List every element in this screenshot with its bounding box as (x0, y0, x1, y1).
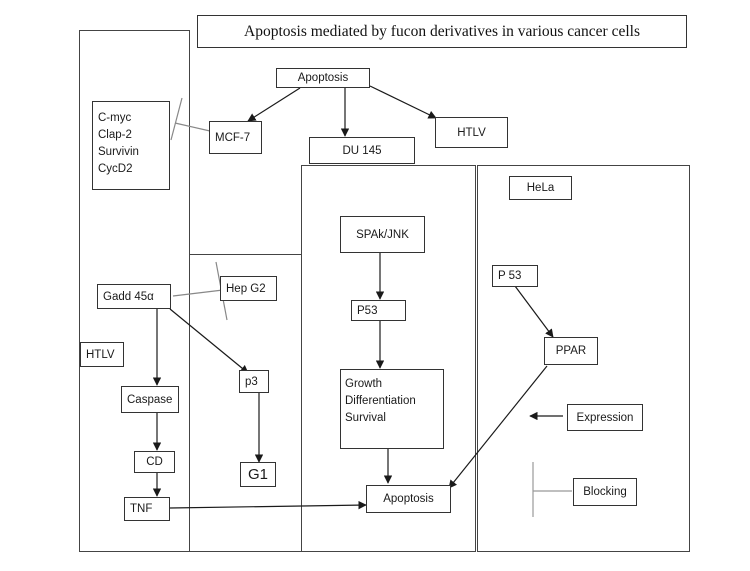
left-list: C-myc Clap-2 Survivin CycD2 (98, 110, 139, 178)
arrow-apoptosis-mcf7 (247, 87, 301, 122)
diagram-title: Apoptosis mediated by fucon derivatives … (197, 15, 687, 48)
node-spak-jnk: SPAk/JNK (340, 216, 425, 253)
block-gadd-hepg2 (172, 289, 224, 297)
node-caspase: Caspase (121, 386, 179, 413)
node-htlv-top: HTLV (435, 117, 508, 148)
node-p3: p3 (239, 370, 269, 393)
arrow-tnf-apoptosis (169, 500, 367, 510)
du145-panel (301, 165, 476, 552)
left-list-item: CycD2 (98, 163, 133, 175)
hela-panel (477, 165, 690, 552)
growth-box (340, 369, 444, 449)
node-ppar: PPAR (544, 337, 598, 365)
left-list-item: Clap-2 (98, 129, 132, 141)
arrow-ppar-apoptosis (448, 365, 548, 489)
left-list-item: Survivin (98, 146, 139, 158)
node-apoptosis-top: Apoptosis (276, 68, 370, 88)
arrow-apoptosis-htlv (369, 85, 437, 119)
node-mcf7: MCF-7 (209, 121, 262, 154)
left-list-item: C-myc (98, 112, 132, 124)
node-htlv-left: HTLV (80, 342, 124, 367)
arrow-gadd-p3 (169, 308, 249, 374)
node-p53-right: P 53 (492, 265, 538, 287)
left-list-box (92, 101, 170, 190)
node-tnf: TNF (124, 497, 170, 521)
node-p53-mid: P53 (351, 300, 406, 321)
growth-list-item: Differentiation (345, 395, 416, 407)
node-g1: G1 (240, 462, 276, 487)
arrow-p53right-ppar (514, 285, 554, 338)
node-hepg2: Hep G2 (220, 276, 277, 301)
node-du145: DU 145 (309, 137, 415, 164)
node-gadd45a: Gadd 45α (97, 284, 171, 309)
block-mcf7-list-bar (170, 97, 183, 141)
legend-blocking: Blocking (573, 478, 637, 506)
legend-expression: Expression (567, 404, 643, 431)
node-cd: CD (134, 451, 175, 473)
block-mcf7-list (174, 122, 211, 132)
node-apoptosis-bottom: Apoptosis (366, 485, 451, 513)
growth-list-item: Survival (345, 412, 386, 424)
growth-list: Growth Differentiation Survival (345, 376, 416, 427)
growth-list-item: Growth (345, 378, 383, 390)
node-hela: HeLa (509, 176, 572, 200)
